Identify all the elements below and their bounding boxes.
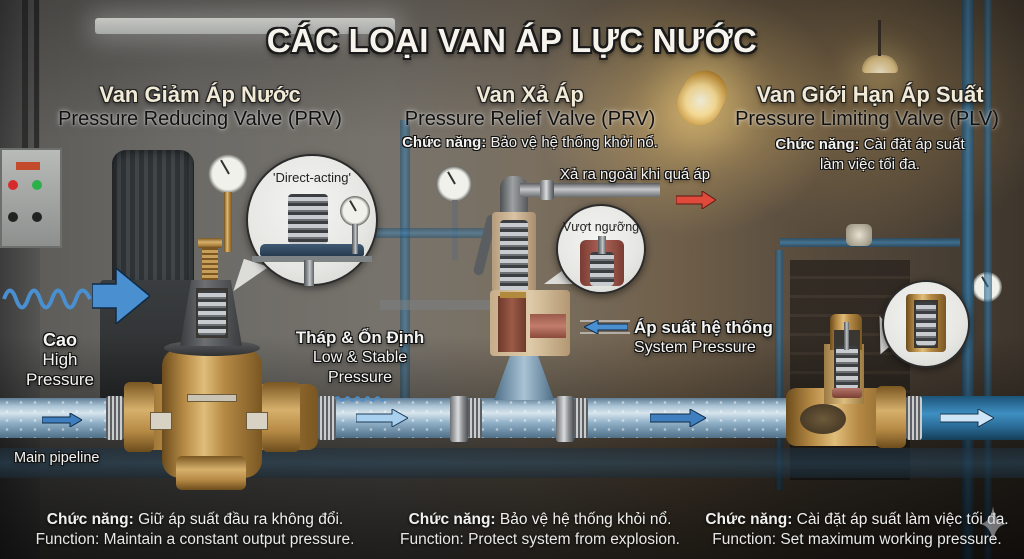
function-text: Cài đặt áp suất (863, 136, 965, 153)
prv-label-plate (150, 412, 172, 430)
valve-1-name-en: Pressure Reducing Valve (PRV) (58, 108, 342, 130)
system-pipe-guide (580, 320, 630, 334)
plv-stem (844, 322, 849, 350)
valve-3-name-en: Pressure Limiting Valve (PLV) (735, 108, 999, 130)
callout-diaphragm (260, 244, 364, 256)
inlet-arrow-icon (91, 266, 152, 329)
relief-seat (500, 292, 526, 298)
plv-callout (882, 280, 970, 368)
valve-3-function: Chức năng: Cài đặt áp suất làm việc tối … (690, 510, 1024, 550)
discharge-arrow-icon (675, 190, 717, 214)
inlet-label-en-1: High (42, 350, 78, 369)
function-label: Chức năng: (705, 511, 793, 528)
pipe-fitting (106, 396, 124, 440)
prv-nameplate (187, 394, 237, 402)
lower-pipe (0, 448, 1024, 478)
sparkle-watermark-icon (980, 506, 1006, 547)
function-vi-line: Chức năng: Cài đặt áp suất làm việc tối … (690, 510, 1024, 530)
threshold-callout: Vượt ngưỡng (556, 204, 646, 294)
discharge-fitting (540, 180, 554, 200)
system-pressure-en: System Pressure (634, 339, 756, 356)
callout-gauge-pipe (352, 224, 358, 254)
direct-acting-callout: 'Direct-acting' (246, 154, 378, 286)
relief-inlet-chamber (498, 296, 526, 352)
flow-arrow-icon (649, 408, 708, 432)
prv-bottom-cap (176, 456, 246, 490)
valve-2-top-function: Chức năng: Bảo vệ hệ thống khởi nổ. (380, 134, 680, 152)
plv-hex-nut (876, 386, 906, 448)
discharge-pipe (520, 183, 660, 197)
inlet-label-en-2: Pressure (25, 370, 95, 389)
plv-flow-chamber (800, 404, 846, 434)
callout-label: Vượt ngưỡng (562, 220, 640, 234)
function-vi-line: Chức năng: Giữ áp suất đầu ra không đổi. (10, 510, 380, 530)
function-label: Chức năng: (402, 134, 487, 151)
valve-2-name-en: Pressure Relief Valve (PRV) (404, 108, 656, 130)
pipe-fitting (450, 396, 468, 442)
callout-gauge-icon (340, 196, 370, 226)
valve-3-name-vi: Van Giới Hạn Áp Suất (756, 82, 984, 107)
valve-2-function: Chức năng: Bảo vệ hệ thống khỏi nổ. Func… (380, 510, 700, 550)
page-title: CÁC LOẠI VAN ÁP LỰC NƯỚC (266, 22, 758, 59)
function-en: Function: Maintain a constant output pre… (35, 531, 355, 548)
valve-2-name-vi: Van Xả Áp (476, 82, 584, 107)
flow-arrow-icon (939, 408, 996, 432)
function-vi: Cài đặt áp suất làm việc tối đa. (796, 511, 1009, 528)
system-pressure-arrow-icon (582, 319, 629, 339)
valve-1-function: Chức năng: Giữ áp suất đầu ra không đổi.… (10, 510, 380, 550)
callout-label: 'Direct-acting' (273, 170, 351, 185)
valve-3-top-function: Chức năng: Cài đặt áp suất (730, 136, 1010, 154)
valve-3-top-function-line2: làm việc tối đa. (819, 156, 921, 173)
callout-spring (288, 194, 328, 244)
outlet-label-vi: Tháp & Ổn Định (295, 328, 425, 347)
prv-hex-nut (124, 382, 154, 452)
function-label: Chức năng: (46, 511, 134, 528)
callout-plate (252, 256, 372, 262)
low-pressure-wave-icon (334, 390, 386, 408)
pipe-fitting (318, 396, 336, 440)
function-text: Bảo vệ hệ thống khởi nổ. (490, 134, 658, 151)
function-vi-line: Chức năng: Bảo vệ hệ thống khỏi nổ. (380, 510, 700, 530)
function-label: Chức năng: (775, 136, 860, 153)
outlet-label-en-2: Pressure (327, 369, 393, 386)
pipe-fitting (556, 396, 574, 442)
valve-1-name-vi: Van Giảm Áp Nước (99, 82, 301, 107)
outlet-label-en-1: Low & Stable (312, 349, 408, 366)
prv-spring (198, 290, 226, 336)
main-pipeline-label: Main pipeline (14, 450, 100, 466)
prv-screw-cap (198, 238, 222, 248)
discharge-label: Xả ra ngoài khi quá áp (560, 166, 711, 183)
flow-arrow-icon (41, 412, 83, 432)
relief-outlet-chamber (530, 314, 566, 338)
function-en: Function: Protect system from explosion. (400, 531, 680, 548)
inlet-label-vi: Cao (42, 330, 77, 350)
function-vi: Giữ áp suất đầu ra không đổi. (138, 511, 344, 528)
system-pressure-vi: Áp suất hệ thống (634, 318, 773, 337)
pipe-fitting (906, 396, 922, 440)
relief-spring (500, 220, 528, 296)
prv-hex-nut (262, 382, 300, 452)
callout-spring (916, 302, 936, 346)
plv-spring (836, 346, 858, 390)
prv-adjust-screw (202, 240, 218, 280)
inlet-wave-icon (0, 280, 96, 323)
plv-seal-disc (832, 388, 862, 398)
function-en: Function: Set maximum working pressure. (712, 531, 1002, 548)
pipe-fitting (468, 398, 482, 438)
callout-stem (304, 260, 314, 286)
pipe-fitting (574, 398, 588, 438)
function-vi: Bảo vệ hệ thống khỏi nổ. (499, 511, 672, 528)
callout-spring (590, 252, 614, 286)
flow-arrow-icon (355, 408, 410, 432)
callout-stem (598, 236, 606, 254)
prv-label-plate (246, 412, 268, 430)
function-label: Chức năng: (408, 511, 496, 528)
